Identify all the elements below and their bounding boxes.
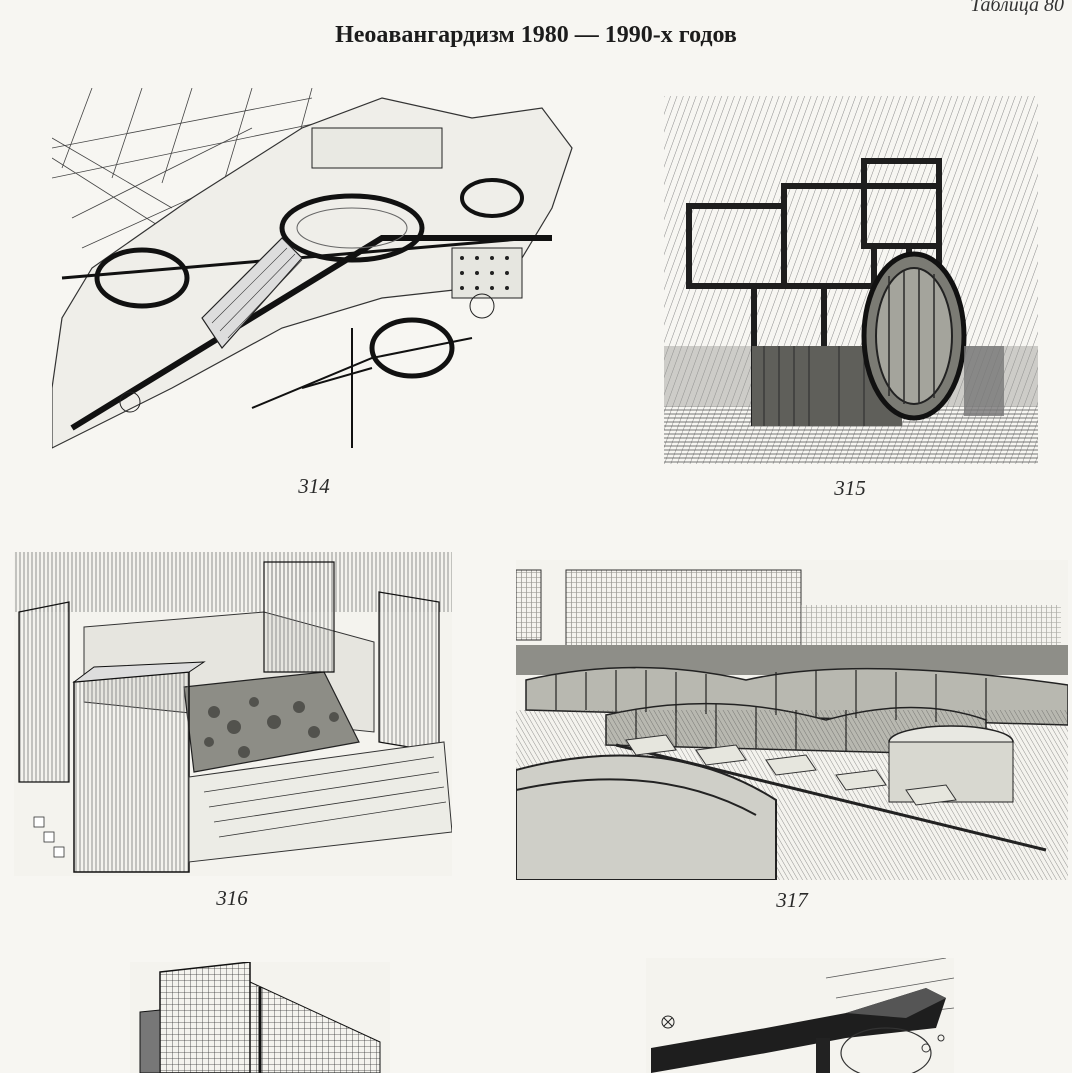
figure-315-frame-structure <box>664 96 1038 464</box>
figure-319-drawing <box>646 958 954 1073</box>
figure-315-drawing <box>664 96 1038 464</box>
page-title: Неоавангардизм 1980 — 1990-х годов <box>335 22 737 48</box>
figure-316-drawing <box>14 552 452 876</box>
figure-317-caption: 317 <box>776 888 808 912</box>
figure-316-caption: 316 <box>216 886 248 910</box>
figure-317-drawing <box>516 560 1068 880</box>
figure-317-vaulted-roofs <box>516 560 1068 880</box>
figure-318-tower-partial <box>130 962 390 1073</box>
table-label: Таблица 80 <box>970 0 1064 16</box>
figure-316-courtyard-axonometry <box>14 552 452 876</box>
figure-318-drawing <box>130 962 390 1073</box>
figure-314-drawing <box>52 88 582 460</box>
figure-319-site-plan-partial <box>646 958 954 1073</box>
figure-314-aerial-plan <box>52 88 582 460</box>
figure-315-caption: 315 <box>834 476 866 500</box>
figure-314-caption: 314 <box>298 474 330 498</box>
